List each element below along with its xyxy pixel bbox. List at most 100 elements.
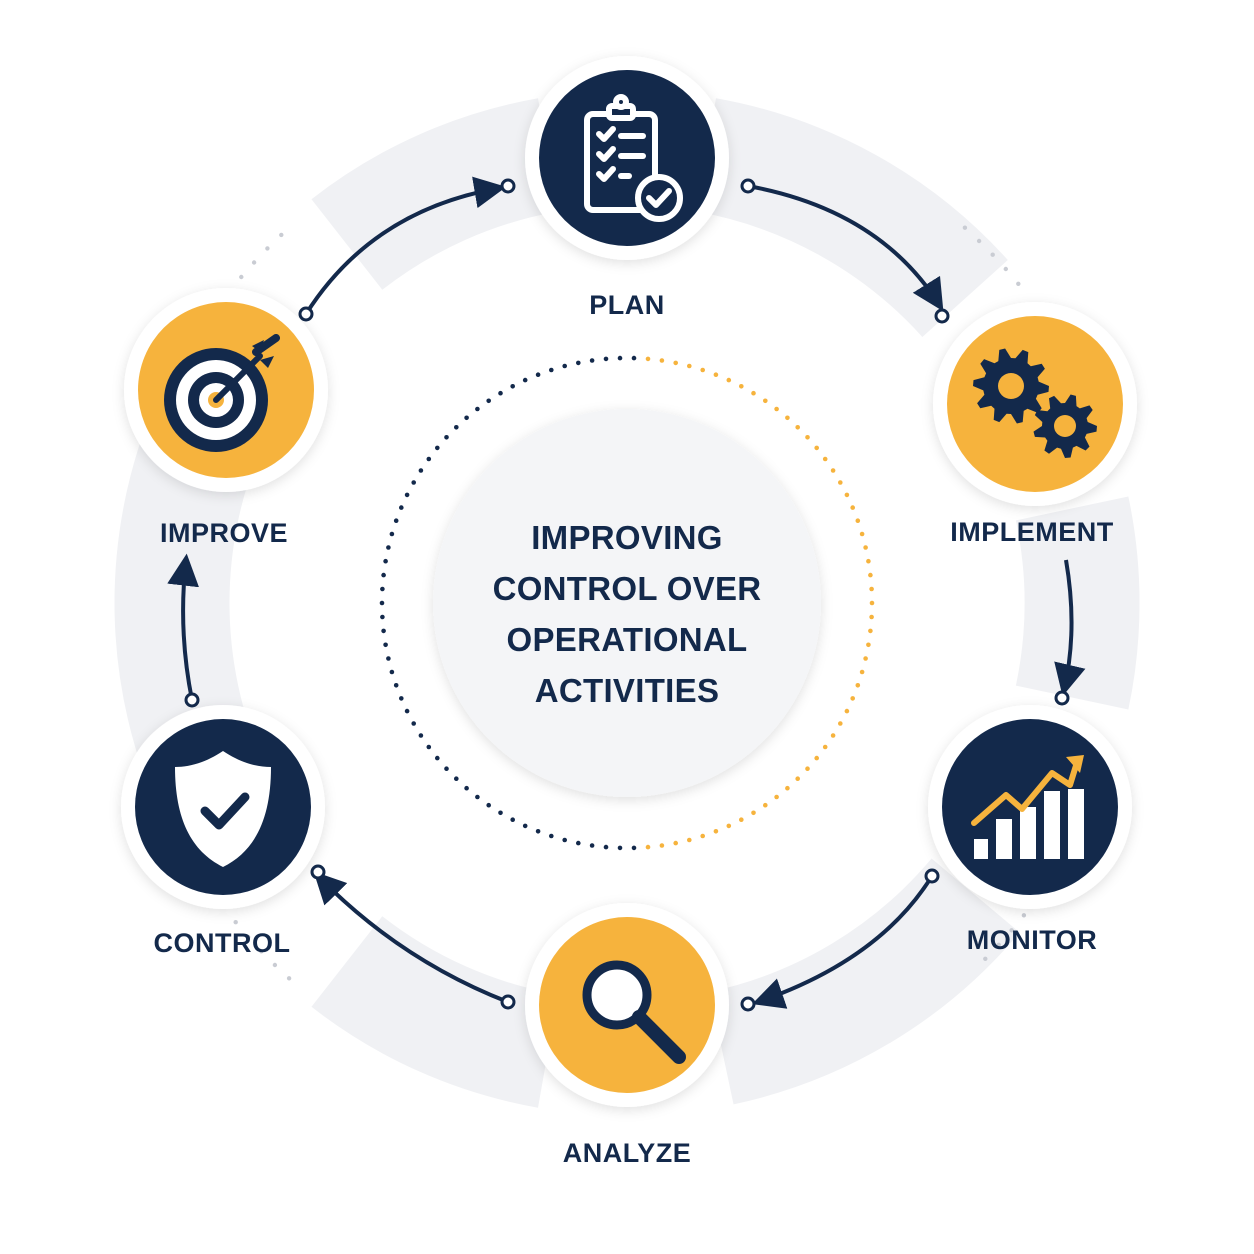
center-ring-dot: [510, 384, 515, 389]
connector-implement-to-monitor: [1054, 559, 1086, 697]
center-ring-dot: [379, 600, 385, 606]
center-ring-dot: [868, 628, 873, 634]
connector-endpoint: [310, 864, 326, 880]
center-ring-dot: [535, 829, 541, 834]
center-ring-dot: [386, 545, 391, 550]
center-ring-dot: [435, 755, 440, 761]
ring-segment-1: [311, 98, 559, 291]
center-ring-dot: [774, 406, 779, 412]
connector-analyze-to-control: [313, 871, 509, 1004]
center-ring-dot: [603, 356, 609, 362]
center-ring-dot: [795, 776, 800, 781]
outer-dot: [976, 238, 982, 244]
center-ring-dot: [763, 398, 768, 404]
center-ring-dot: [869, 586, 874, 592]
center-ring-dot: [838, 480, 843, 485]
center-ring-dot: [454, 425, 459, 430]
stage-label-improve: IMPROVE: [159, 518, 289, 548]
outer-dot: [286, 976, 292, 981]
center-ring-dot: [562, 363, 567, 369]
center-ring-dot: [795, 425, 800, 430]
center-ring-dot: [866, 558, 871, 564]
center-circle: [433, 409, 821, 797]
center-ring-dot: [751, 390, 756, 396]
center-ring-dot: [859, 669, 865, 675]
outer-dot: [1003, 266, 1008, 272]
center-ring-dot: [535, 372, 541, 378]
center-title-line-3: OPERATIONAL: [506, 621, 748, 658]
center-ring-dot: [562, 837, 567, 843]
center-ring-dot: [850, 696, 855, 701]
center-ring-dot: [631, 355, 637, 361]
stage-node-improve: [124, 288, 328, 492]
outer-dot: [1009, 928, 1014, 933]
center-ring-dot: [863, 656, 868, 661]
stage-label-plan: PLAN: [589, 290, 665, 320]
center-ring-dot: [617, 845, 623, 851]
center-ring-dot: [381, 628, 386, 634]
center-ring-dot: [673, 840, 678, 846]
center-ring-dot: [700, 833, 705, 839]
center-ring-dot: [700, 367, 705, 373]
gear-hole: [998, 373, 1024, 399]
cycle-connectors: [167, 176, 1086, 1012]
center-ring-dot: [498, 810, 503, 816]
center-ring-dot: [855, 518, 861, 523]
stage-label-monitor: MONITOR: [966, 925, 1098, 955]
center-dotted-ring: [379, 355, 875, 851]
center-ring-dot: [869, 614, 874, 620]
center-ring-dot: [822, 456, 828, 462]
center-ring-dot: [380, 614, 385, 620]
connector-endpoint: [298, 306, 314, 322]
ring-segment-5: [311, 915, 559, 1108]
stage-node-control: [121, 705, 325, 909]
center-ring-dot: [380, 586, 385, 592]
center-ring-dot: [418, 733, 424, 738]
center-ring-dot: [863, 545, 868, 550]
outer-dot: [996, 942, 1001, 947]
center-title-line-4: ACTIVITIES: [534, 672, 720, 709]
center-ring-dot: [393, 518, 399, 523]
center-ring-dot: [844, 492, 850, 498]
center-ring-dot: [381, 572, 386, 578]
center-ring-dot: [389, 531, 395, 537]
center-ring-dot: [464, 415, 469, 421]
outer-dot: [279, 232, 284, 238]
outer-dot: [983, 956, 988, 961]
center-ring-dot: [522, 377, 528, 383]
shield-check-icon: [175, 751, 271, 867]
connector-plan-to-implement: [747, 184, 944, 312]
stage-label-implement: IMPLEMENT: [950, 517, 1114, 547]
center-ring-dot: [805, 435, 810, 440]
center-ring-dot: [645, 356, 651, 362]
center-ring-dot: [603, 844, 609, 850]
bar-chart-trend-icon: [971, 755, 1084, 859]
center-ring-dot: [645, 844, 651, 850]
center-ring-dot: [435, 445, 440, 451]
connector-endpoint: [740, 178, 756, 194]
center-ring-dot: [687, 363, 692, 369]
center-ring-dot: [838, 721, 843, 726]
outer-dot: [962, 225, 968, 230]
center-ring-dot: [726, 823, 732, 829]
center-ring-dot: [399, 696, 404, 701]
outer-dot: [251, 260, 257, 265]
center-ring-dot: [549, 833, 554, 839]
connector-endpoint: [934, 308, 950, 324]
center-ring-dot: [785, 415, 790, 421]
center-ring-dot: [713, 372, 719, 378]
center-ring-dot: [475, 406, 480, 412]
ring-segment-2: [695, 98, 1008, 338]
gears-icon: [973, 348, 1097, 458]
magnifier-icon: [582, 960, 686, 1064]
center-ring-dot: [549, 367, 554, 373]
outer-dot: [990, 252, 995, 257]
target-arrow-icon: [164, 334, 280, 452]
ring-segment-4: [708, 857, 1020, 1105]
center-title: IMPROVING CONTROL OVER OPERATIONAL ACTIV…: [493, 512, 762, 716]
connector-endpoint: [500, 178, 516, 194]
center-ring-dot: [751, 810, 756, 816]
center-ring-dot: [454, 776, 459, 781]
center-ring-dot: [830, 733, 836, 738]
